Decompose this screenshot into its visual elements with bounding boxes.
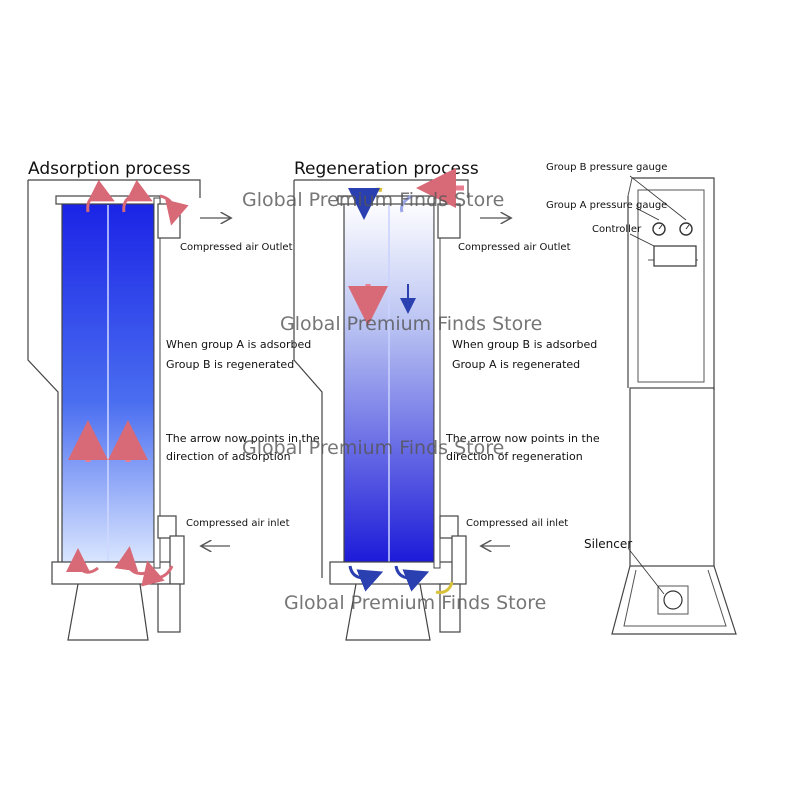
- adsorption-outlet-label: Compressed air Outlet: [180, 242, 293, 253]
- adsorption-housing-top: [28, 179, 201, 198]
- regeneration-note-line1: When group B is adsorbed: [452, 338, 597, 351]
- regeneration-exhaust-arrow: [435, 581, 454, 594]
- adsorption-inlet-block-top: [157, 515, 177, 539]
- adsorption-top-cap: [55, 195, 161, 205]
- gauge-a-needle: [658, 224, 663, 230]
- watermark-2: Global Premium Finds Store: [280, 313, 542, 335]
- cabinet-top-bevel: [627, 177, 633, 197]
- gauge-a-leader: [635, 207, 660, 221]
- controller-leader: [629, 233, 655, 247]
- controller-label: Controller: [592, 224, 642, 235]
- regeneration-title: Regeneration process: [294, 159, 479, 179]
- watermark-4: Global Premium Finds Store: [284, 592, 546, 614]
- gauge-b-needle: [685, 224, 690, 230]
- cabinet-upper-panel: [637, 189, 705, 383]
- adsorption-top-arrow-right: [122, 179, 153, 213]
- silencer-icon: [663, 590, 683, 610]
- adsorption-inlet-pipe: [157, 583, 181, 633]
- adsorption-inlet-arrow: [141, 560, 174, 587]
- silencer-label: Silencer: [584, 537, 632, 551]
- gauge-b-label: Group B pressure gauge: [546, 162, 667, 173]
- adsorption-inlet-block: [169, 535, 185, 585]
- adsorption-side-pipe: [153, 197, 161, 569]
- regeneration-panel: Regeneration process Compressed air Outl…: [293, 159, 600, 641]
- adsorption-bottom-arrow-left: [66, 548, 99, 574]
- adsorption-title: Adsorption process: [28, 159, 191, 179]
- regeneration-top-arrow-faint: [400, 194, 413, 213]
- regeneration-note-line2: Group A is regenerated: [452, 358, 580, 371]
- watermarks: Global Premium Finds Store Global Premiu…: [242, 189, 546, 614]
- adsorption-arrow-line2: direction of adsorption: [166, 450, 291, 463]
- cabinet-base-inner: [623, 569, 727, 627]
- regeneration-base: [345, 583, 431, 641]
- adsorption-outlet-valve: [157, 203, 181, 239]
- watermark-1: Global Premium Finds Store: [242, 189, 504, 211]
- gauge-b-leader: [629, 175, 687, 221]
- regeneration-arrow-line1: The arrow now points in the: [445, 432, 600, 445]
- cabinet-top-outer: [632, 177, 715, 390]
- regeneration-top-arrow-yellow: [348, 187, 383, 220]
- regeneration-outlet-label: Compressed air Outlet: [458, 242, 571, 253]
- regeneration-housing-left: [293, 180, 323, 578]
- adsorption-top-arrow-left: [86, 179, 115, 213]
- watermark-3: Global Premium Finds Store: [242, 437, 504, 459]
- regeneration-bottom-arrow-right: [394, 565, 430, 592]
- regeneration-side-pipe: [433, 197, 441, 569]
- adsorption-inlet-label: Compressed air inlet: [186, 518, 290, 529]
- regeneration-inlet-block-top: [439, 515, 459, 539]
- adsorption-note-line1: When group A is adsorbed: [166, 338, 311, 351]
- adsorption-arrow-line1: The arrow now points in the: [165, 432, 320, 445]
- silencer-box: [657, 585, 689, 615]
- regeneration-housing-top: [294, 179, 469, 198]
- regeneration-inlet-label: Compressed ail inlet: [466, 518, 568, 529]
- cabinet-front-view: Group B pressure gauge Group A pressure …: [546, 162, 737, 635]
- gauge-a-label: Group A pressure gauge: [546, 200, 667, 211]
- adsorption-panel: Adsorption process Compressed ai: [27, 159, 320, 641]
- adsorption-note-line2: Group B is regenerated: [166, 358, 294, 371]
- adsorption-outlet-arrow: [159, 194, 189, 226]
- regeneration-arrow-line2: direction of regeneration: [446, 450, 583, 463]
- silencer-leader: [627, 547, 665, 595]
- cabinet-base: [611, 565, 737, 635]
- adsorption-housing-left: [27, 180, 59, 580]
- adsorption-base: [67, 583, 149, 641]
- regeneration-bottom-arrow-left: [348, 565, 384, 592]
- cabinet-lower-body: [629, 387, 715, 567]
- controller-screen: [653, 245, 697, 267]
- regeneration-inlet-block: [451, 535, 467, 585]
